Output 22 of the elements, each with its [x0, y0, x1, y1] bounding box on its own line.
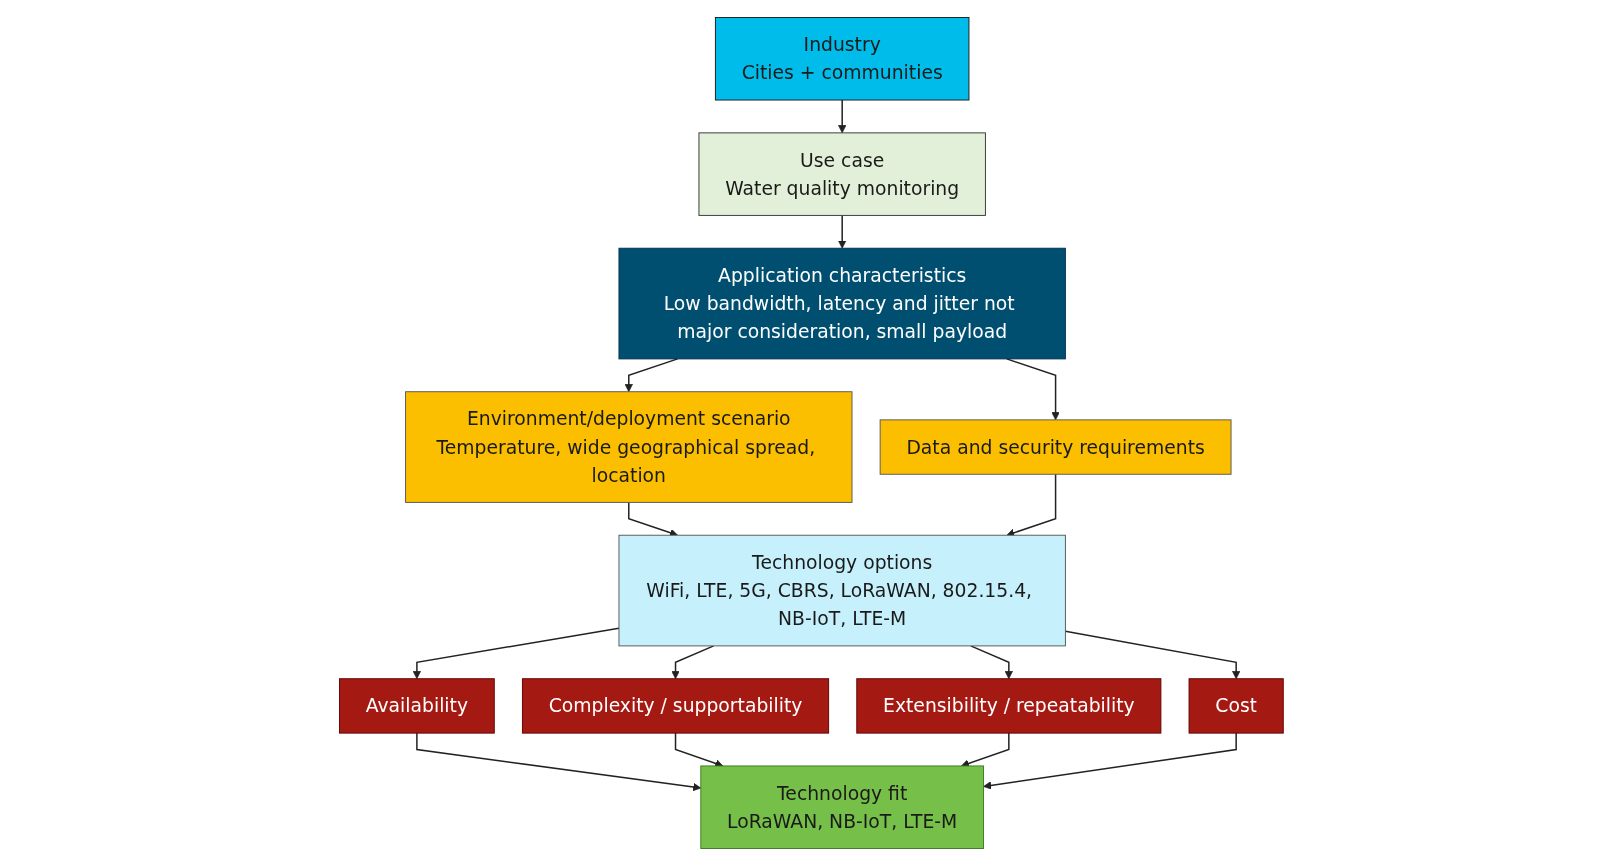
node-box: Technology fit LoRaWAN, NB-IoT, LTE-M [700, 765, 985, 849]
node-box: Technology options WiFi, LTE, 5G, CBRS, LoRaWAN, 802.15.4, NB-IoT, LTE-M [618, 534, 1066, 647]
arrow [838, 99, 847, 134]
arrow [628, 501, 679, 537]
arrow [983, 732, 1237, 790]
arrow [1006, 358, 1060, 421]
node-box: Extensibility / repeatability [856, 678, 1162, 734]
arrow [1064, 630, 1241, 680]
node-box: Use case Water quality monitoring [698, 132, 986, 216]
arrow [416, 732, 702, 792]
node-box: Complexity / supportability [522, 678, 830, 734]
arrow [1006, 473, 1057, 537]
arrow [838, 214, 847, 249]
node-box: Industry Cities + communities [715, 17, 970, 101]
node-box: Application characteristics Low bandwidth, latency and jitter not major consideration, small payload [618, 247, 1066, 360]
node-box: Environment/deployment scenario Temperature, wide geographical spread, location [405, 391, 853, 503]
arrow [412, 627, 620, 680]
arrow [671, 645, 715, 680]
node-box: Availability [339, 678, 495, 734]
node-box: Cost [1188, 678, 1284, 734]
node-box: Data and security requirements [879, 419, 1232, 475]
arrow [970, 645, 1014, 680]
